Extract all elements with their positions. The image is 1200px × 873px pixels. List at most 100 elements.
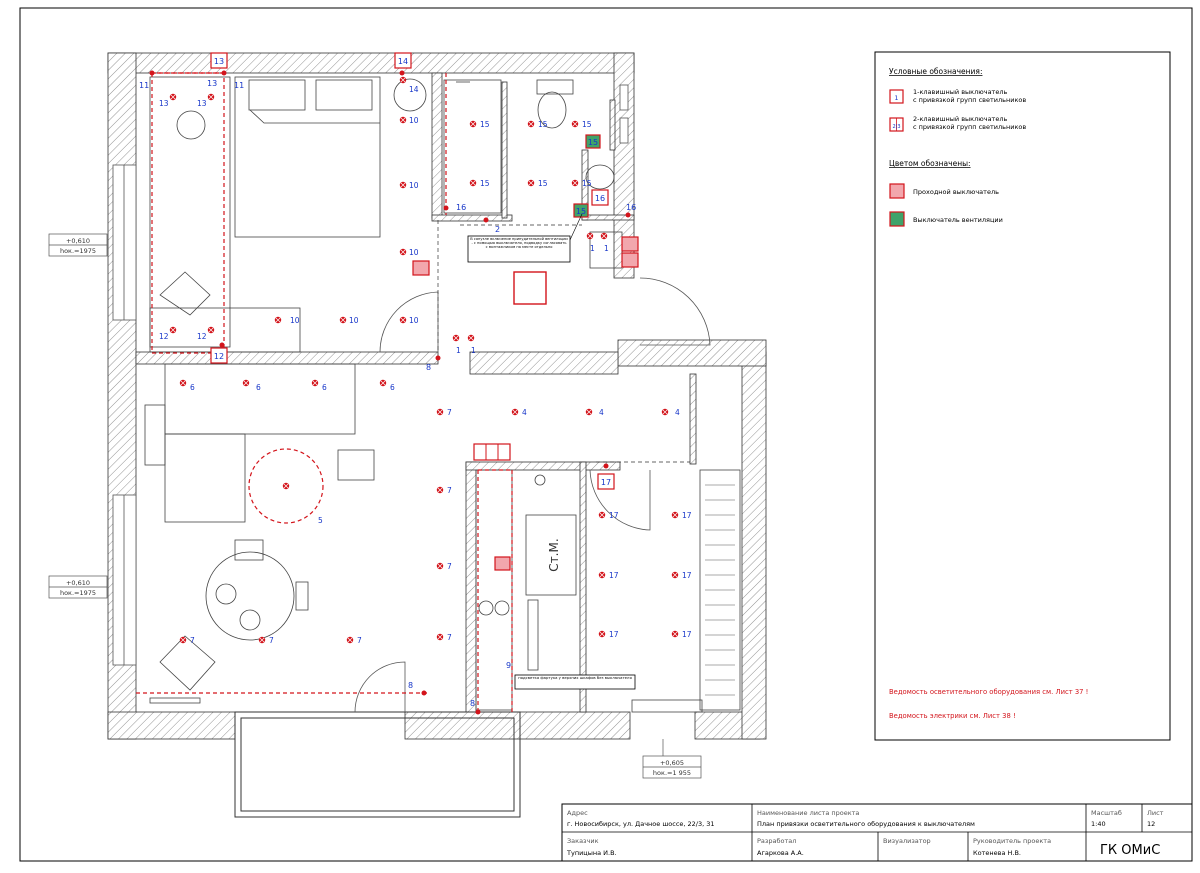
- room-label-storage: Ст.М.: [547, 538, 561, 571]
- label-11b: 11: [234, 81, 244, 90]
- light-fixture-label: 17: [682, 630, 692, 639]
- client-value: Тупицына И.В.: [566, 849, 617, 857]
- light-fixture: 12: [159, 326, 177, 341]
- light-fixture-cross: [586, 409, 592, 415]
- light-fixture-cross: [400, 249, 406, 255]
- light-fixture-cross: [470, 180, 476, 186]
- light-fixture: 5: [282, 482, 323, 525]
- light-fixture-cross: [672, 631, 678, 637]
- light-fixture-label: 15: [480, 120, 490, 129]
- light-fixture-label: 15: [582, 120, 592, 129]
- light-fixture-label: 4: [599, 408, 604, 417]
- manager-label: Руководитель проекта: [973, 837, 1051, 845]
- light-fixture-label: 7: [447, 408, 452, 417]
- light-fixture-label: 7: [269, 636, 274, 645]
- light-fixture-cross: [180, 637, 186, 643]
- switch-16-label: 16: [595, 194, 605, 203]
- light-fixture: 10: [399, 116, 419, 125]
- light-fixture-cross: [672, 512, 678, 518]
- legend-vent-switch-label: Выключатель вентиляции: [913, 216, 1003, 224]
- switch-15-ventilation: 15: [585, 134, 601, 149]
- label-13a: 13: [207, 79, 217, 88]
- light-fixture-label: 6: [256, 383, 261, 392]
- switch-symbols: 13 14 12 16 15 15 17: [210, 52, 639, 571]
- scale-label: Масштаб: [1091, 809, 1122, 817]
- light-fixture-cross: [437, 409, 443, 415]
- light-fixture-label: 17: [682, 571, 692, 580]
- light-fixture-cross: [400, 117, 406, 123]
- legend-pass-switch-label: Проходной выключатель: [913, 188, 999, 196]
- visualizer-label: Визуализатор: [883, 837, 931, 845]
- legend-switch1-symbol-text: 1: [894, 94, 898, 102]
- light-fixture-cross: [437, 487, 443, 493]
- light-fixture-cross: [437, 634, 443, 640]
- scale-value: 1:40: [1091, 820, 1106, 828]
- balcony: [234, 711, 521, 818]
- developer-value: Агаркова А.А.: [757, 849, 804, 857]
- company-name: ГК ОМиС: [1100, 843, 1160, 858]
- legend-switch1-line1: 1-клавишный выключатель: [913, 88, 1007, 96]
- wardrobe-hatch: [705, 484, 735, 696]
- light-fixture: 7: [179, 636, 195, 645]
- light-fixture-label: 4: [675, 408, 680, 417]
- legend-switch1-symbol: [889, 89, 904, 104]
- light-fixture: 17: [598, 630, 619, 639]
- elevation-3-top: +0,605: [660, 759, 684, 767]
- light-fixture: 7: [436, 486, 452, 495]
- light-fixture-label: 7: [447, 562, 452, 571]
- light-fixture: 10: [399, 181, 419, 190]
- light-fixture-label: 7: [447, 633, 452, 642]
- light-fixture-label: 10: [409, 248, 419, 257]
- address-label: Адрес: [567, 809, 588, 817]
- light-fixture: 10: [339, 316, 359, 325]
- note-kitchen-text: подсветка фартука у верхних шкафов без в…: [518, 676, 632, 680]
- switch-group-labels: 11 11 13 16 16 2 8 8 8 9: [139, 79, 636, 708]
- light-fixture-label: 5: [318, 516, 323, 525]
- label-16b: 16: [626, 203, 636, 212]
- light-fixture-label: 6: [322, 383, 327, 392]
- light-fixture-cross: [453, 335, 459, 341]
- light-fixture: 17: [598, 571, 619, 580]
- light-fixture-cross: [599, 631, 605, 637]
- sheet-name-label: Наименование листа проекта: [757, 809, 859, 817]
- light-fixture-label: 17: [609, 571, 619, 580]
- elevation-3-bottom: hок.=1 955: [653, 769, 691, 777]
- light-fixture-label: 1: [456, 346, 461, 355]
- light-fixture: 13: [197, 93, 215, 108]
- light-fixture-cross: [170, 94, 176, 100]
- light-fixture: 13: [159, 93, 177, 108]
- switch-17-label: 17: [601, 478, 611, 487]
- address-value: г. Новосибирск, ул. Дачное шоссе, 22/3, …: [567, 820, 715, 828]
- light-fixture-cross: [312, 380, 318, 386]
- legend-switch2-line2: с привязкой групп светильников: [913, 123, 1026, 131]
- elevation-mark-2: +0,610 hок.=1975: [48, 575, 108, 599]
- light-fixture-cross: [208, 327, 214, 333]
- light-fixture-cross: [572, 180, 578, 186]
- light-fixture: 7: [436, 633, 452, 642]
- sheet-name-value: План привязки осветительного оборудовани…: [757, 820, 975, 828]
- elevation-1-bottom: hок.=1975: [60, 247, 96, 255]
- switch-13-label: 13: [214, 57, 224, 66]
- light-fixture-label: 10: [409, 116, 419, 125]
- light-fixture-cross: [437, 563, 443, 569]
- light-fixture-cross: [347, 637, 353, 643]
- light-fixture: 1: [600, 232, 609, 253]
- label-16a: 16: [456, 203, 466, 212]
- light-fixture: 4: [585, 408, 604, 417]
- light-fixture-label: 10: [349, 316, 359, 325]
- light-fixture-label: 6: [190, 383, 195, 392]
- light-fixture: 7: [258, 636, 274, 645]
- light-fixture-label: 15: [480, 179, 490, 188]
- light-fixture-label: 7: [447, 486, 452, 495]
- light-fixture-label: 1: [604, 244, 609, 253]
- light-fixture: 15: [469, 120, 490, 129]
- light-fixture: 1: [586, 232, 595, 253]
- light-fixture: 4: [661, 408, 680, 417]
- legend-switch1-line2: с привязкой групп светильников: [913, 96, 1026, 104]
- switch-15-label: 15: [588, 138, 598, 147]
- light-fixture-label: 15: [538, 179, 548, 188]
- light-fixture-cross: [400, 182, 406, 188]
- light-fixture-cross: [512, 409, 518, 415]
- switch-15b-label: 15: [576, 207, 586, 216]
- light-fixture-cross: [243, 380, 249, 386]
